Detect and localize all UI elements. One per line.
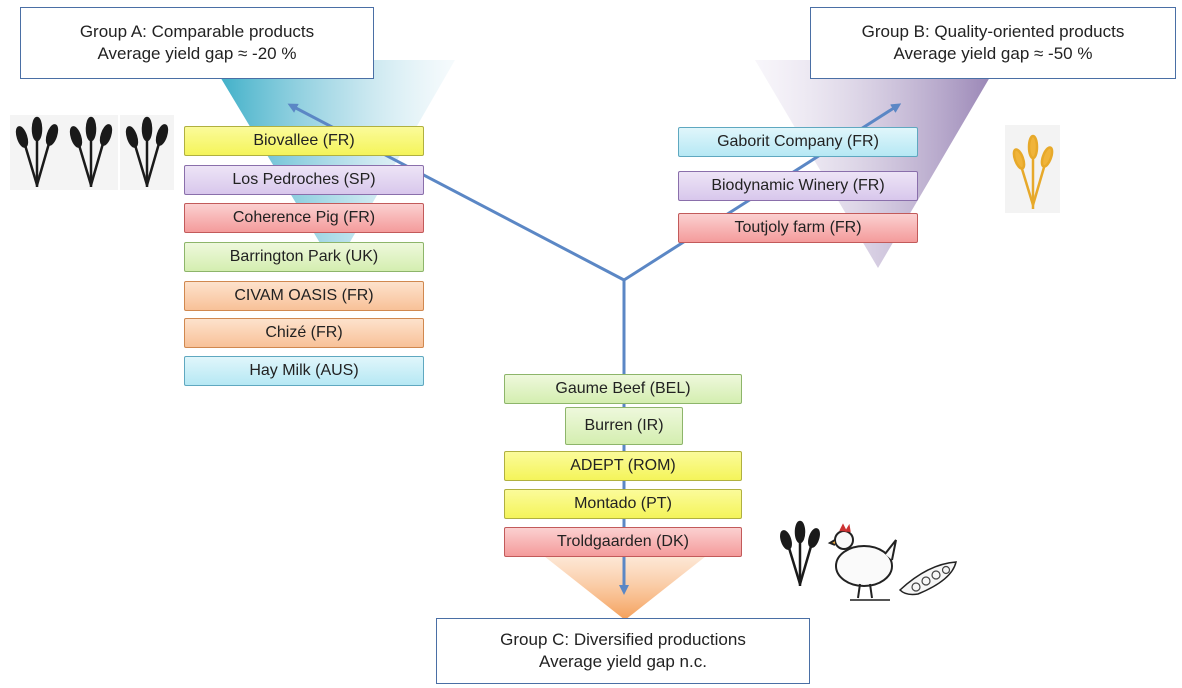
case-burren: Burren (IR) — [565, 407, 683, 445]
case-gaborit-company: Gaborit Company (FR) — [678, 127, 918, 157]
case-troldgaarden: Troldgaarden (DK) — [504, 527, 742, 557]
group-a-box: Group A: Comparable products Average yie… — [20, 7, 374, 79]
wheat-icon — [10, 115, 64, 190]
group-b-funnel — [755, 60, 1000, 268]
case-biovallee: Biovallee (FR) — [184, 126, 424, 156]
group-a-funnel — [210, 60, 455, 268]
case-barrington-park: Barrington Park (UK) — [184, 242, 424, 272]
case-gaume-beef: Gaume Beef (BEL) — [504, 374, 742, 404]
group-b-title: Group B: Quality-oriented products — [861, 22, 1125, 41]
case-hay-milk: Hay Milk (AUS) — [184, 356, 424, 386]
case-chize: Chizé (FR) — [184, 318, 424, 348]
group-a-title: Group A: Comparable products — [79, 22, 315, 41]
group-c-box: Group C: Diversified productions Average… — [436, 618, 810, 684]
case-adept: ADEPT (ROM) — [504, 451, 742, 481]
case-montado: Montado (PT) — [504, 489, 742, 519]
case-los-pedroches: Los Pedroches (SP) — [184, 165, 424, 195]
case-biodynamic-winery: Biodynamic Winery (FR) — [678, 171, 918, 201]
wheat-icon — [780, 520, 820, 586]
group-c-yield-gap: Average yield gap n.c. — [539, 652, 707, 671]
wheat-icon — [120, 115, 174, 190]
group-c-title: Group C: Diversified productions — [500, 630, 746, 649]
case-toutjoly-farm: Toutjoly farm (FR) — [678, 213, 918, 243]
group-b-box: Group B: Quality-oriented products Avera… — [810, 7, 1176, 79]
group-a-yield-gap: Average yield gap ≈ -20 % — [97, 44, 297, 63]
wheat-icon — [64, 115, 118, 190]
chicken-icon — [827, 523, 897, 601]
group-a-illustrations — [10, 115, 174, 190]
case-civam-oasis: CIVAM OASIS (FR) — [184, 281, 424, 311]
pea-pod-icon — [898, 561, 957, 596]
group-b-yield-gap: Average yield gap ≈ -50 % — [893, 44, 1093, 63]
case-coherence-pig: Coherence Pig (FR) — [184, 203, 424, 233]
golden-wheat-icon — [1005, 125, 1060, 213]
